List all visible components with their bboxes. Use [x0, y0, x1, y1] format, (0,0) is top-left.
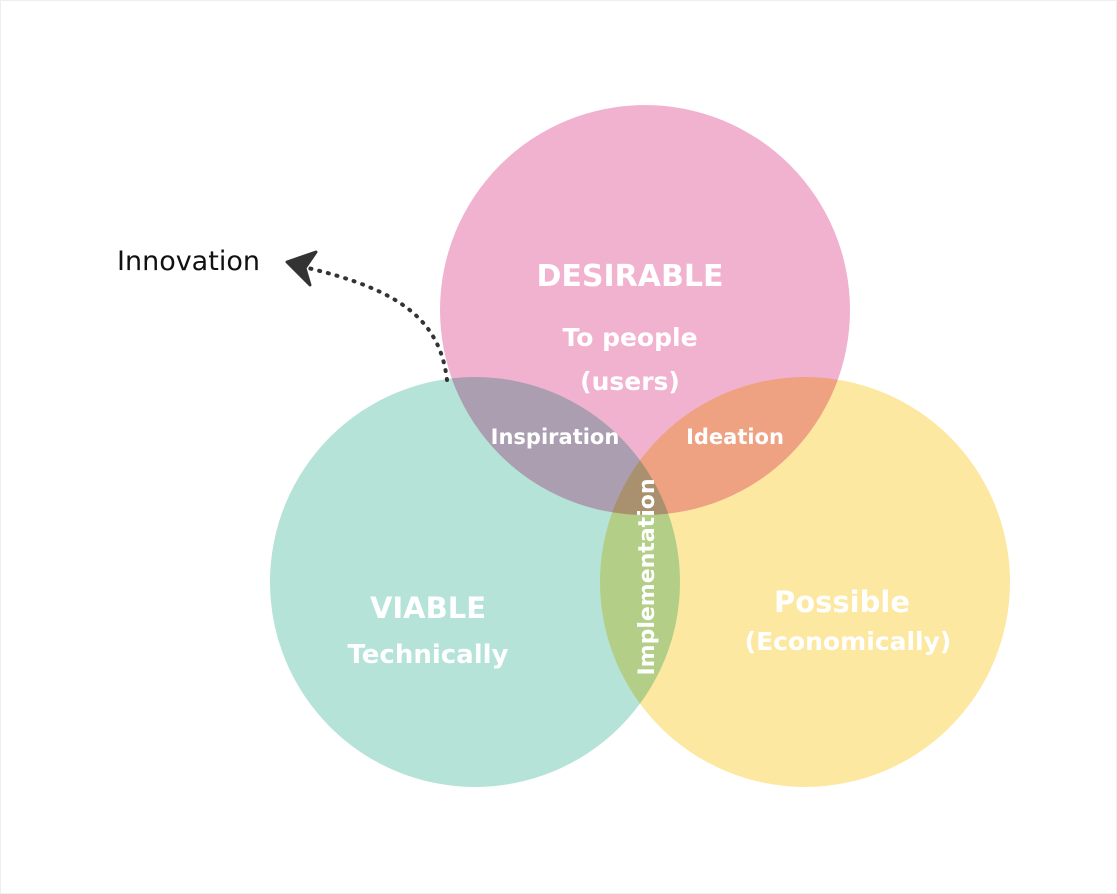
viable-circle — [270, 377, 680, 787]
ideation-label: Ideation — [686, 425, 784, 449]
inspiration-label: Inspiration — [491, 425, 620, 449]
possible-circle — [600, 377, 1010, 787]
viable-line1: Technically — [348, 640, 509, 670]
possible-title: Possible — [774, 585, 910, 619]
arrow-head-icon — [285, 250, 318, 287]
desirable-line1: To people — [562, 323, 697, 352]
desirable-title: DESIRABLE — [537, 259, 724, 294]
implementation-label: Implementation — [635, 478, 660, 675]
dotted-arrow-path — [306, 266, 449, 382]
possible-line1: (Economically) — [745, 627, 952, 656]
innovation-label: Innovation — [117, 246, 260, 277]
desirable-line2: (users) — [580, 367, 680, 396]
viable-title: VIABLE — [370, 591, 486, 625]
